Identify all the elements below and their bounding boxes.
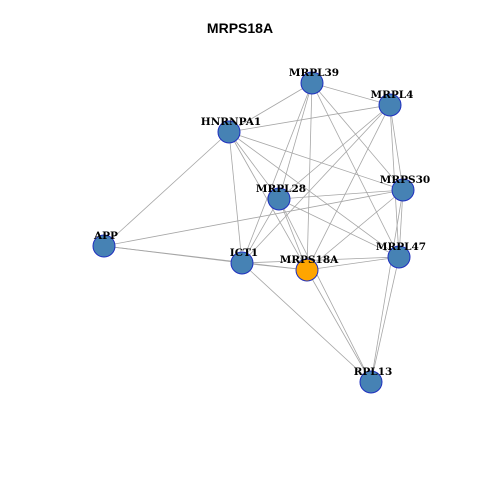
edge-hnrnpa1-mrpl47	[228, 131, 400, 258]
edge-mrpl39-mrps30	[311, 82, 404, 191]
edge-mrpl4-mrps18a	[306, 104, 391, 271]
node-label-rpl13: RPL13	[354, 366, 393, 378]
edge-mrpl4-ict1	[241, 104, 391, 264]
node-label-hnrnpa1: HNRNPA1	[201, 116, 261, 128]
edge-mrpl39-hnrnpa1	[228, 82, 313, 133]
node-mrpl47[interactable]	[387, 245, 411, 269]
edge-mrpl39-mrpl28	[278, 82, 313, 200]
edge-mrpl39-mrpl47	[311, 82, 400, 258]
edge-mrpl47-rpl13	[370, 256, 400, 383]
node-mrps18a[interactable]	[295, 258, 319, 282]
edge-hnrnpa1-mrps30	[228, 131, 404, 191]
edge-hnrnpa1-ict1	[228, 131, 243, 264]
edge-hnrnpa1-app	[103, 131, 230, 247]
edge-mrpl39-mrps18a	[306, 82, 313, 271]
node-mrpl39[interactable]	[300, 71, 324, 95]
edges-layer	[103, 82, 404, 383]
edge-mrps30-rpl13	[370, 189, 404, 383]
edge-mrpl39-ict1	[241, 82, 313, 264]
edge-mrpl4-hnrnpa1	[228, 104, 391, 133]
edge-mrps30-app	[103, 189, 404, 247]
node-mrpl4[interactable]	[378, 93, 402, 117]
edge-mrpl28-mrpl47	[278, 198, 400, 258]
edge-mrps30-mrps18a	[306, 189, 404, 271]
edge-mrps30-mrpl28	[278, 189, 404, 200]
node-label-mrpl28: MRPL28	[256, 183, 306, 195]
node-rpl13[interactable]	[359, 370, 383, 394]
edge-mrpl28-rpl13	[278, 198, 372, 383]
node-label-mrpl4: MRPL4	[371, 89, 414, 101]
node-label-mrpl39: MRPL39	[289, 67, 339, 79]
edge-hnrnpa1-mrpl28	[228, 131, 280, 200]
node-ict1[interactable]	[230, 251, 254, 275]
node-app[interactable]	[92, 234, 116, 258]
node-label-mrps18a: MRPS18A	[280, 254, 339, 266]
node-mrpl28[interactable]	[267, 187, 291, 211]
node-hnrnpa1[interactable]	[217, 120, 241, 144]
edge-mrpl4-mrps30	[389, 104, 404, 191]
node-mrps30[interactable]	[391, 178, 415, 202]
node-label-ict1: ICT1	[230, 247, 258, 259]
edge-mrps18a-rpl13	[306, 269, 372, 383]
edge-mrps18a-mrpl47	[306, 256, 400, 271]
node-label-app: APP	[93, 230, 118, 242]
edge-mrpl28-ict1	[241, 198, 280, 264]
edge-mrpl4-mrpl28	[278, 104, 391, 200]
edge-mrpl28-mrps18a	[278, 198, 308, 271]
node-label-mrps30: MRPS30	[380, 174, 430, 186]
edge-mrpl39-mrpl4	[311, 82, 391, 106]
edge-ict1-mrpl47	[241, 256, 400, 264]
edge-mrpl4-mrpl47	[389, 104, 400, 258]
node-label-mrpl47: MRPL47	[376, 241, 426, 253]
edge-ict1-rpl13	[241, 262, 372, 383]
labels-layer: MRPL39MRPL4HNRNPA1MRPS30MRPL28APPICT1MRP…	[93, 67, 430, 378]
nodes-layer	[92, 71, 415, 394]
graph-title: MRPS18A	[206, 20, 274, 36]
